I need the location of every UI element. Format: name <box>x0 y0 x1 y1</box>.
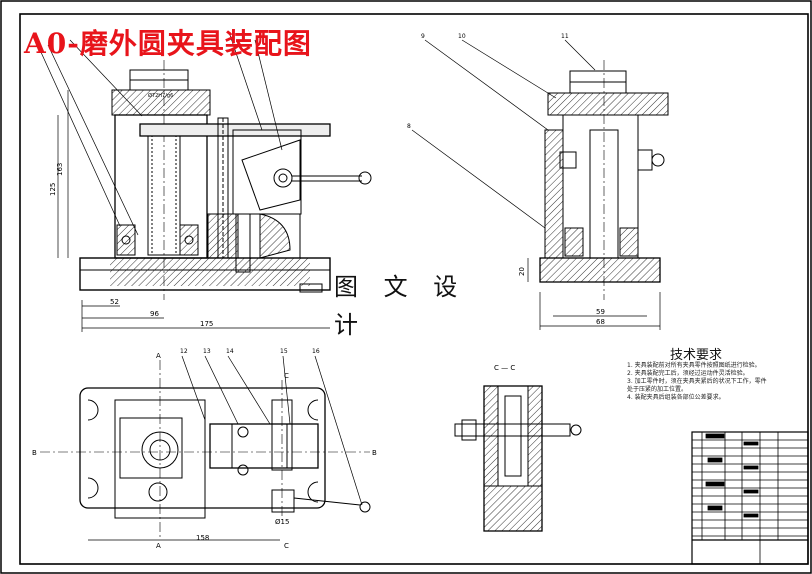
callout-14: 14 <box>226 348 234 355</box>
tech-note: 3. 加工零件时，须在夹具夹紧后的状况下工作，零件 <box>627 378 767 385</box>
drawing-title: A0-磨外圆夹具装配图 <box>24 27 312 60</box>
dim-163: 163 <box>56 163 64 176</box>
callout-10: 10 <box>458 33 466 40</box>
callout-13: 13 <box>203 348 211 355</box>
dim-59: 59 <box>596 308 605 316</box>
side-view-dimension-labels: 20 59 68 <box>518 267 605 326</box>
dim-68: 68 <box>596 318 605 326</box>
side-view-callouts: 9 10 11 8 <box>407 33 569 130</box>
top-view <box>40 355 371 541</box>
front-view <box>39 34 372 332</box>
dim-96: 96 <box>150 310 159 318</box>
callout-9: 9 <box>421 33 425 40</box>
callout-12: 12 <box>180 348 188 355</box>
section-label-a-top: A <box>156 352 161 360</box>
section-label-b-left: B <box>32 449 37 457</box>
tech-requirements-heading: 技术要求 <box>670 348 723 363</box>
dim-phi15: Ø15 <box>275 518 289 526</box>
front-view-dimension-labels: 163 125 52 96 175 Ø72H7/g6 <box>49 92 213 328</box>
dim-158: 158 <box>196 534 209 542</box>
section-label-a-bottom: A <box>156 542 161 550</box>
callout-15: 15 <box>280 348 288 355</box>
tech-note: 4. 装配夹具后组装各部位公差要求。 <box>627 394 725 401</box>
callout-16: 16 <box>312 348 320 355</box>
callout-11: 11 <box>561 33 569 40</box>
section-cc-label: C — C <box>494 364 515 372</box>
dim-175: 175 <box>200 320 213 328</box>
top-view-callouts: 12 13 14 15 16 <box>180 348 320 355</box>
dim-125: 125 <box>49 183 57 196</box>
side-view <box>411 39 669 330</box>
fit-note: Ø72H7/g6 <box>148 92 173 99</box>
tech-requirements-list: 1. 夹具装配前对所有夹具零件按照图纸进行检验。 2. 夹具装配完工后，须经过运… <box>627 362 802 402</box>
watermark-text: 图 文 设 计 <box>334 268 484 339</box>
callout-8: 8 <box>407 123 411 130</box>
section-label-c-top: C <box>284 372 289 380</box>
top-view-labels: A A B B C C 158 Ø15 <box>32 352 377 550</box>
dim-52: 52 <box>110 298 119 306</box>
tech-note: 1. 夹具装配前对所有夹具零件按照图纸进行检验。 <box>627 362 761 369</box>
drawing-frame <box>19 13 809 565</box>
section-c-c <box>454 385 582 532</box>
section-label-c-bottom: C <box>284 542 289 550</box>
section-label-b-right: B <box>372 449 377 457</box>
dim-20: 20 <box>518 267 526 276</box>
tech-note: 2. 夹具装配完工后，须经过运动件灵活检验。 <box>627 370 749 377</box>
tech-note: 处于压紧的加工位置。 <box>627 386 688 393</box>
title-block <box>691 431 809 565</box>
